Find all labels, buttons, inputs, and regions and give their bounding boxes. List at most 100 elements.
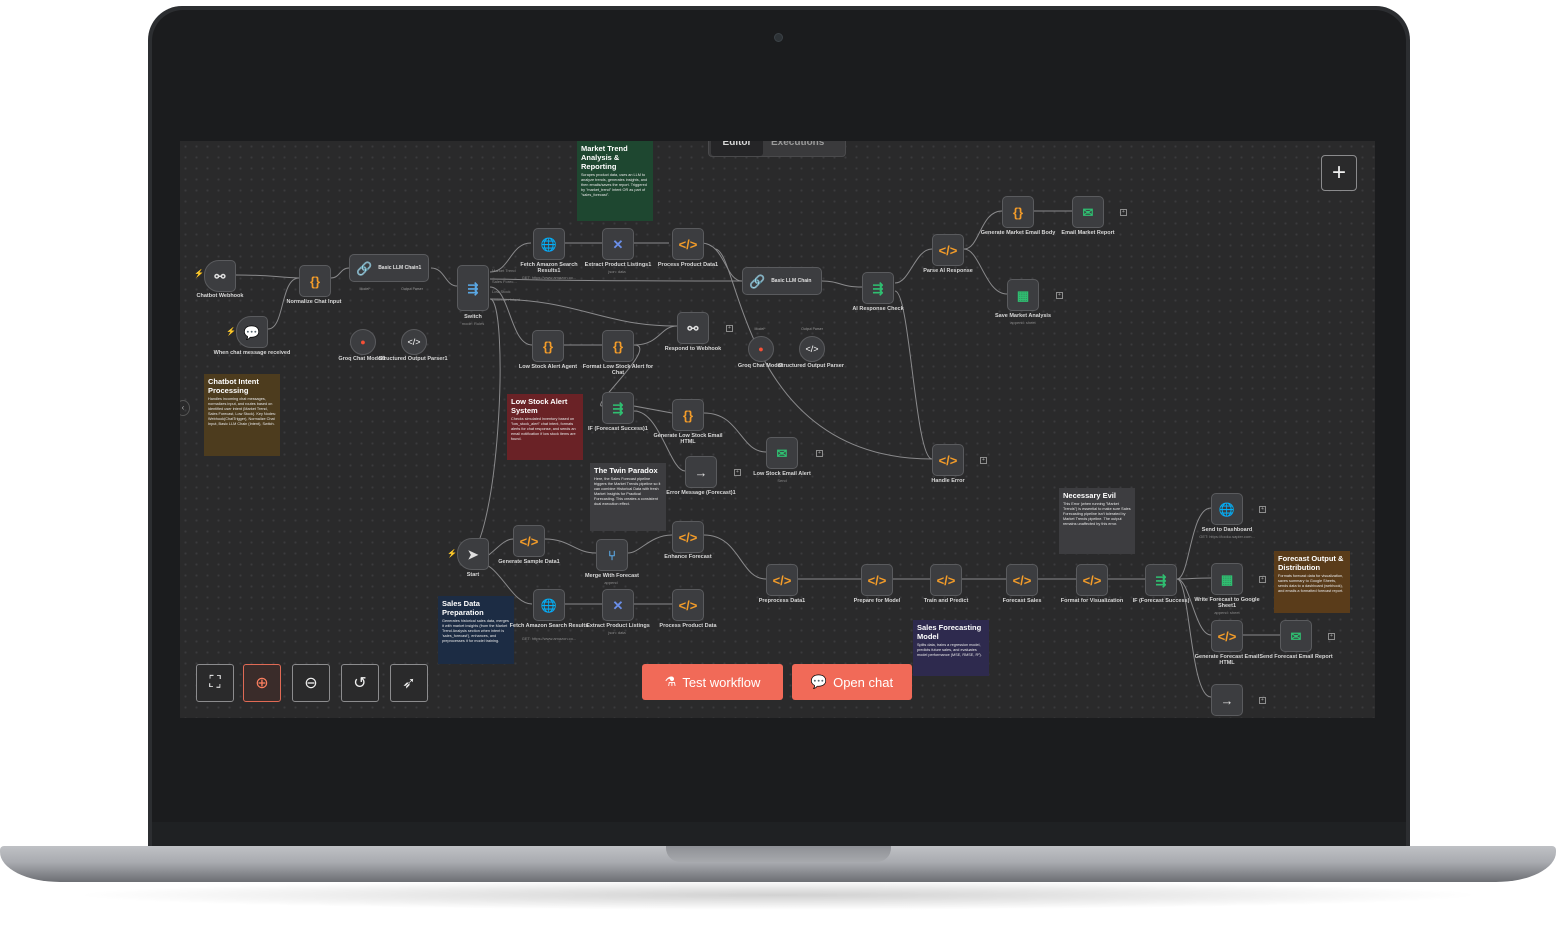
add-connection-icon[interactable]: + [980, 457, 987, 464]
sub-tag: Model* [359, 287, 371, 291]
node-merge[interactable]: ⑂ [596, 539, 628, 571]
node-extract1[interactable]: ✕ [602, 228, 634, 260]
node-write-sheet[interactable]: ▦ [1211, 563, 1243, 595]
node-basic-llm-chain1[interactable]: 🔗Basic LLM Chain1 [349, 254, 429, 282]
workflow-canvas[interactable]: Editor Executions + Market Trend Analysi… [180, 141, 1375, 718]
node-when-chat[interactable]: 💬 [236, 316, 268, 348]
switch-output-label: Sales Forec... [492, 279, 517, 284]
node-groq1[interactable]: ● [350, 329, 376, 355]
tidy-up-button[interactable]: ➶ [390, 664, 428, 702]
sticky-forecast-output[interactable]: Forecast Output & Distribution Formats f… [1274, 551, 1350, 613]
sticky-twin-paradox[interactable]: The Twin Paradox Here, the Sales Forecas… [590, 463, 666, 531]
node-if-forecast1[interactable]: ⇶ [602, 392, 634, 424]
code-icon: </> [519, 533, 539, 549]
sticky-forecast-model[interactable]: Sales Forecasting Model Splits data, tra… [913, 620, 989, 676]
sticky-chatbot-intent[interactable]: Chatbot Intent Processing Handles incomi… [204, 374, 280, 456]
node-low-stock-agent[interactable]: {} [532, 330, 564, 362]
add-connection-icon[interactable]: + [726, 325, 733, 332]
node-forecast-error[interactable]: → [1211, 684, 1243, 716]
extract-icon: ✕ [612, 236, 624, 252]
add-connection-icon[interactable]: + [1056, 292, 1063, 299]
collapse-handle-icon[interactable]: ‹ [180, 400, 190, 416]
node-prepare[interactable]: </> [861, 564, 893, 596]
webhook-icon: ⚯ [687, 320, 699, 336]
reset-zoom-button[interactable]: ↺ [341, 664, 379, 702]
sticky-body: Here, the Sales Forecast pipeline trigge… [594, 477, 661, 506]
node-normalize[interactable]: {} [299, 265, 331, 297]
sticky-body: Splits data, trains a regression model, … [917, 643, 982, 657]
code-icon: </> [867, 572, 887, 588]
node-parser2[interactable]: </> [799, 336, 825, 362]
tab-editor[interactable]: Editor [711, 141, 763, 156]
node-extract[interactable]: ✕ [602, 589, 634, 621]
test-workflow-button[interactable]: ⚗Test workflow [642, 664, 783, 700]
node-basic-llm-chain[interactable]: 🔗Basic LLM Chain [742, 267, 822, 295]
sticky-low-stock[interactable]: Low Stock Alert System Checks simulated … [507, 394, 583, 460]
node-label: Process Product Data1 [657, 262, 719, 268]
node-process[interactable]: </> [672, 589, 704, 621]
node-gen-forecast-email[interactable]: </> [1211, 620, 1243, 652]
node-parse-ai[interactable]: </> [932, 234, 964, 266]
node-send-forecast-email[interactable]: ✉ [1280, 620, 1312, 652]
node-label: Low Stock Email Alert [753, 471, 811, 477]
node-subtitle: append [604, 580, 618, 585]
sticky-title: Necessary Evil [1063, 491, 1116, 500]
node-preprocess[interactable]: </> [766, 564, 798, 596]
code-icon: </> [678, 236, 698, 252]
sticky-market-trend[interactable]: Market Trend Analysis & Reporting Scrape… [577, 141, 653, 221]
node-label: Email Market Report [1061, 230, 1115, 236]
node-fetch-amazon[interactable]: 🌐 [533, 589, 565, 621]
node-send-dashboard[interactable]: 🌐 [1211, 493, 1243, 525]
node-fetch-amazon1[interactable]: 🌐 [533, 228, 565, 260]
node-format-vis[interactable]: </> [1076, 564, 1108, 596]
fit-view-button[interactable]: ⛶ [196, 664, 234, 702]
add-connection-icon[interactable]: + [1120, 209, 1127, 216]
add-connection-icon[interactable]: + [1328, 633, 1335, 640]
zoom-out-button[interactable]: ⊖ [292, 664, 330, 702]
node-error-message[interactable]: → [685, 456, 717, 488]
node-groq2[interactable]: ● [748, 336, 774, 362]
editor-tabs[interactable]: Editor Executions [708, 141, 846, 157]
node-respond-webhook[interactable]: ⚯ [677, 312, 709, 344]
code-icon: </> [1082, 572, 1102, 588]
node-gen-low-email[interactable]: {} [672, 399, 704, 431]
node-if-forecast[interactable]: ⇶ [1145, 564, 1177, 596]
node-start[interactable]: ➤ [457, 538, 489, 570]
node-label: Write Forecast to Google Sheet1 [1194, 597, 1260, 609]
node-gen-sample[interactable]: </> [513, 525, 545, 557]
switch-output-label: Low Stock [492, 289, 511, 294]
undo-icon: ↺ [353, 675, 367, 692]
node-enhance[interactable]: </> [672, 521, 704, 553]
node-handle-error[interactable]: </> [932, 444, 964, 476]
sticky-necessary-evil[interactable]: Necessary Evil This Error (when running … [1059, 488, 1135, 554]
add-connection-icon[interactable]: + [734, 469, 741, 476]
add-node-button[interactable]: + [1321, 155, 1357, 191]
tab-executions[interactable]: Executions [771, 141, 825, 148]
node-format-low-stock[interactable]: {} [602, 330, 634, 362]
node-label: Parse AI Response [923, 268, 973, 274]
open-chat-button[interactable]: 💬Open chat [792, 664, 912, 700]
node-label: Format for Visualization [1060, 598, 1124, 604]
switch-output-label: Unknown Intent [492, 297, 520, 302]
node-switch[interactable]: ⇶ [457, 265, 489, 311]
add-connection-icon[interactable]: + [816, 450, 823, 457]
node-chatbot-webhook[interactable]: ⚯ [204, 260, 236, 292]
link-icon: 🔗 [356, 260, 373, 276]
node-ai-response-check[interactable]: ⇶ [862, 272, 894, 304]
node-email-market[interactable]: ✉ [1072, 196, 1104, 228]
node-label: Switch [464, 314, 482, 320]
add-connection-icon[interactable]: + [1259, 697, 1266, 704]
code-icon: </> [678, 529, 698, 545]
zoom-in-button[interactable]: ⊕ [243, 664, 281, 702]
node-low-email-alert[interactable]: ✉ [766, 437, 798, 469]
node-forecast-sales[interactable]: </> [1006, 564, 1038, 596]
node-train[interactable]: </> [930, 564, 962, 596]
add-connection-icon[interactable]: + [1259, 506, 1266, 513]
node-process1[interactable]: </> [672, 228, 704, 260]
node-save-market[interactable]: ▦ [1007, 279, 1039, 311]
node-gen-market-email[interactable]: {} [1002, 196, 1034, 228]
node-label: When chat message received [213, 350, 291, 356]
add-connection-icon[interactable]: + [1259, 576, 1266, 583]
sticky-sales-prep[interactable]: Sales Data Preparation Generates histori… [438, 596, 514, 664]
node-parser1[interactable]: </> [401, 329, 427, 355]
